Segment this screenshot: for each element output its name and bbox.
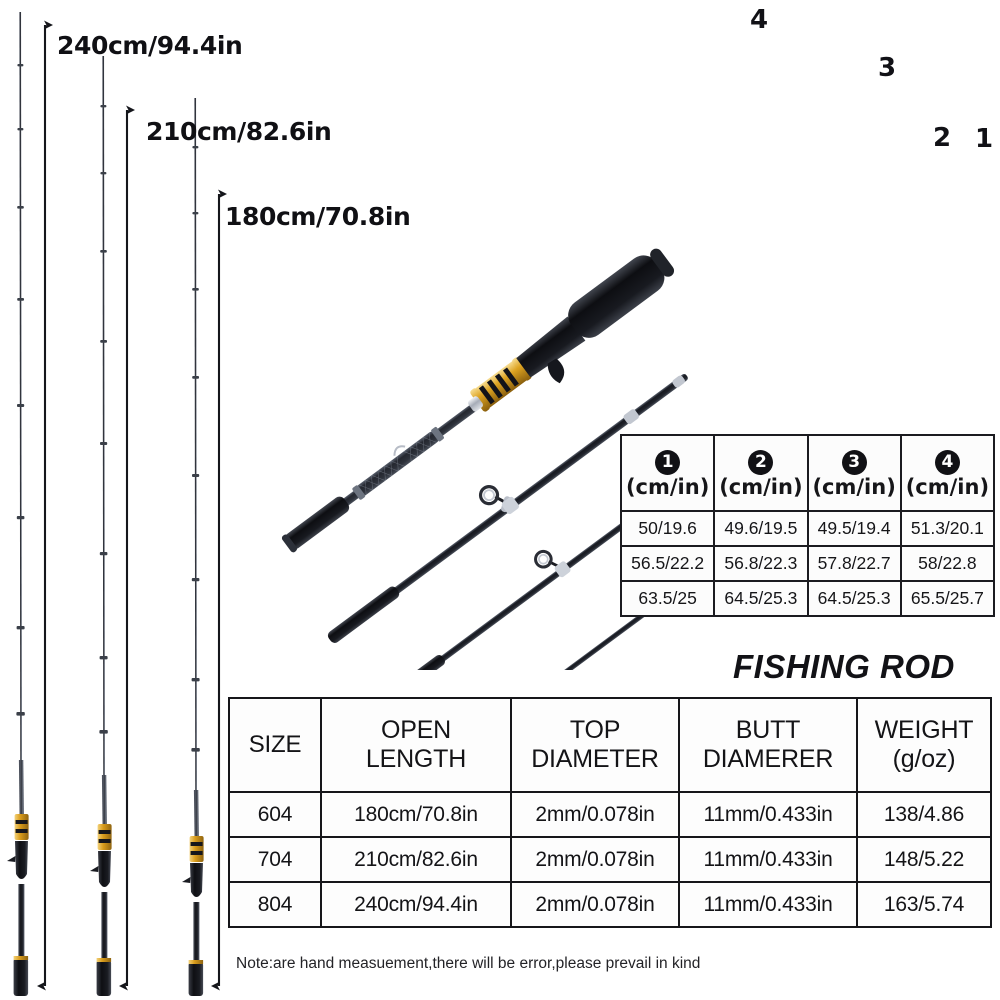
table-header-row: SIZE OPEN LENGTH TOP DIAMETER BUTT DIAME… — [228, 697, 992, 793]
cell-open-length: 240cm/94.4in — [320, 881, 512, 928]
table-row: 56.5/22.2 56.8/22.3 57.8/22.7 58/22.8 — [619, 545, 996, 582]
section-length-cell: 64.5/25.3 — [713, 580, 809, 617]
section-marker-1: 1 — [975, 124, 994, 154]
cell-size: 704 — [228, 836, 322, 883]
cell-size: 804 — [228, 881, 322, 928]
header-open-length-line2: LENGTH — [365, 745, 467, 773]
header-butt-diameter: BUTT DIAMERER — [678, 697, 858, 793]
cell-top-diameter: 2mm/0.078in — [510, 836, 680, 883]
section-length-cell: 56.5/22.2 — [619, 545, 716, 582]
section-length-cell: 65.5/25.7 — [899, 580, 996, 617]
length-label-240cm: 240cm/94.4in — [57, 31, 243, 60]
section-header-cell-3: 3 (cm/in) — [806, 434, 902, 512]
section-header-cell-1: 1 (cm/in) — [619, 434, 716, 512]
unit-label-3: (cm/in) — [812, 475, 896, 499]
section-header-cell-2: 2 (cm/in) — [713, 434, 809, 512]
header-size-line1: SIZE — [248, 730, 302, 758]
section-length-cell: 51.3/20.1 — [899, 510, 996, 547]
table-row: 63.5/25 64.5/25.3 64.5/25.3 65.5/25.7 — [619, 580, 996, 617]
cell-open-length: 180cm/70.8in — [320, 791, 512, 838]
header-butt-diameter-line1: BUTT — [735, 715, 801, 744]
header-weight-line1: WEIGHT — [874, 715, 974, 744]
table-header-row: 1 (cm/in) 2 (cm/in) 3 (cm/in) 4 (cm/in) — [619, 434, 996, 512]
header-butt-diameter-line2: DIAMERER — [702, 745, 834, 773]
section-length-cell: 49.6/19.5 — [713, 510, 809, 547]
header-top-diameter: TOP DIAMETER — [510, 697, 680, 793]
section-marker-2: 2 — [933, 123, 952, 153]
length-label-180cm: 180cm/70.8in — [225, 202, 411, 231]
rod-assembled-704 — [90, 55, 112, 996]
table-row: 50/19.6 49.6/19.5 49.5/19.4 51.3/20.1 — [619, 510, 996, 547]
badge-3: 3 — [841, 450, 867, 475]
table-row: 704 210cm/82.6in 2mm/0.078in 11mm/0.433i… — [228, 836, 992, 883]
page-title: FISHING ROD — [733, 648, 955, 685]
cell-open-length: 210cm/82.6in — [320, 836, 512, 883]
unit-label-2: (cm/in) — [719, 475, 803, 499]
cell-weight: 163/5.74 — [856, 881, 992, 928]
table-row: 804 240cm/94.4in 2mm/0.078in 11mm/0.433i… — [228, 881, 992, 928]
section-marker-3: 3 — [878, 53, 897, 83]
assembled-rods-illustration — [7, 11, 227, 996]
section-length-cell: 63.5/25 — [619, 580, 716, 617]
section-lengths-table: 1 (cm/in) 2 (cm/in) 3 (cm/in) 4 (cm/in) … — [619, 434, 996, 617]
cell-size: 604 — [228, 791, 322, 838]
header-open-length: OPEN LENGTH — [320, 697, 512, 793]
cell-butt-diameter: 11mm/0.433in — [678, 791, 858, 838]
cell-butt-diameter: 11mm/0.433in — [678, 836, 858, 883]
section-marker-4: 4 — [750, 5, 769, 35]
section-header-cell-4: 4 (cm/in) — [899, 434, 996, 512]
section-length-cell: 49.5/19.4 — [806, 510, 902, 547]
unit-label-1: (cm/in) — [625, 475, 710, 499]
footnote-text: Note:are hand measuement,there will be e… — [236, 955, 701, 972]
unit-label-4: (cm/in) — [905, 475, 990, 499]
length-label-210cm: 210cm/82.6in — [146, 117, 332, 146]
header-weight-line2: (g/oz) — [892, 745, 956, 773]
rod-section-4 — [281, 248, 675, 553]
section-length-cell: 64.5/25.3 — [806, 580, 902, 617]
rod-assembled-804 — [7, 11, 29, 996]
rod-assembled-604 — [182, 97, 204, 996]
header-size: SIZE — [228, 697, 322, 793]
header-weight: WEIGHT (g/oz) — [856, 697, 992, 793]
table-row: 604 180cm/70.8in 2mm/0.078in 11mm/0.433i… — [228, 791, 992, 838]
cell-butt-diameter: 11mm/0.433in — [678, 881, 858, 928]
section-length-cell: 58/22.8 — [899, 545, 996, 582]
section-length-cell: 57.8/22.7 — [806, 545, 902, 582]
section-length-cell: 50/19.6 — [619, 510, 716, 547]
cell-top-diameter: 2mm/0.078in — [510, 791, 680, 838]
cell-weight: 138/4.86 — [856, 791, 992, 838]
badge-4: 4 — [934, 450, 960, 475]
section-length-cell: 56.8/22.3 — [713, 545, 809, 582]
header-top-diameter-line1: TOP — [569, 715, 621, 744]
rod-section-3 — [327, 373, 688, 643]
badge-1: 1 — [655, 450, 681, 475]
cell-top-diameter: 2mm/0.078in — [510, 881, 680, 928]
cell-weight: 148/5.22 — [856, 836, 992, 883]
header-open-length-line1: OPEN — [380, 715, 452, 744]
badge-2: 2 — [748, 450, 774, 475]
specification-table: SIZE OPEN LENGTH TOP DIAMETER BUTT DIAME… — [228, 697, 992, 928]
header-top-diameter-line2: DIAMETER — [531, 745, 659, 773]
